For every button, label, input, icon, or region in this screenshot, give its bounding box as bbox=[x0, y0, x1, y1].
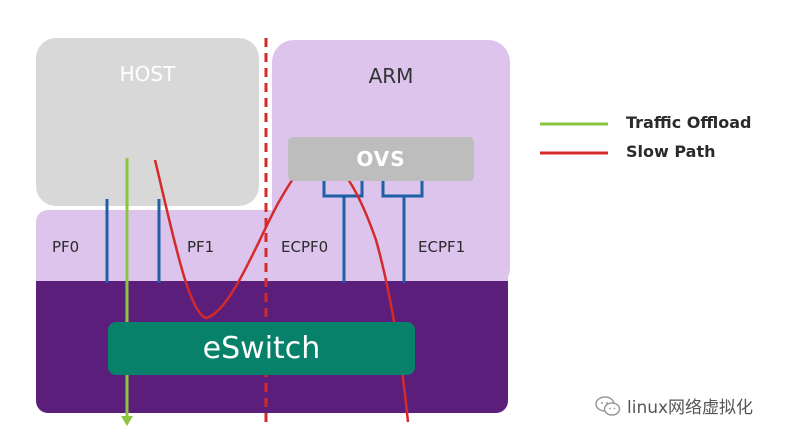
ecpf1-bracket bbox=[381, 181, 424, 198]
traffic-offload-arrow bbox=[121, 416, 133, 426]
host-region bbox=[36, 38, 259, 206]
host-label: HOST bbox=[119, 62, 176, 86]
pf1-label: PF1 bbox=[187, 238, 215, 256]
ecpf0-bracket bbox=[322, 181, 364, 198]
legend-traffic-offload-label: Traffic Offload bbox=[626, 113, 752, 132]
ovs-box: OVS bbox=[288, 137, 474, 181]
legend-slow-path-label: Slow Path bbox=[626, 142, 716, 161]
arm-label: ARM bbox=[368, 64, 414, 88]
pf0-label: PF0 bbox=[52, 238, 80, 256]
slow-path bbox=[153, 156, 410, 423]
ecpf1-label: ECPF1 bbox=[418, 238, 466, 256]
eswitch-box: eSwitch bbox=[108, 322, 415, 375]
watermark-text: linux网络虚拟化 bbox=[627, 398, 754, 418]
watermark: linux网络虚拟化 bbox=[595, 393, 753, 418]
wechat-icon bbox=[595, 395, 621, 416]
ecpf0-label: ECPF0 bbox=[281, 238, 329, 256]
port-connectors bbox=[105, 181, 424, 283]
